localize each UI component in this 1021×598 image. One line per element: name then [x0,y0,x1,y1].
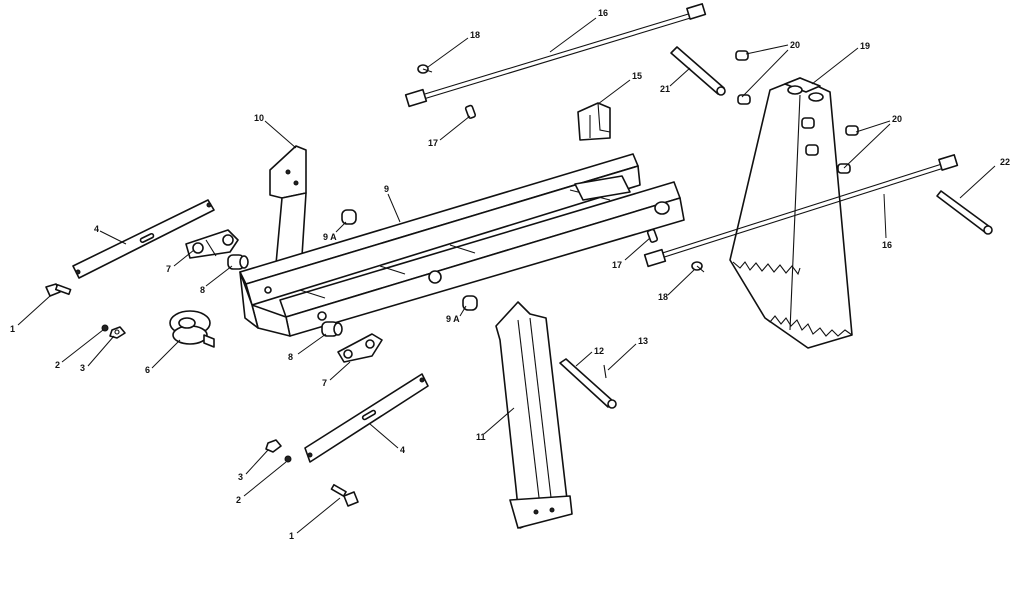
callout-20-mid: 20 [892,114,902,124]
callout-8-bottom: 8 [288,352,293,362]
callout-19: 19 [860,41,870,51]
support-leg [495,301,573,529]
angle-bracket [577,102,611,141]
rod-pin [936,190,993,235]
callout-11: 11 [476,432,486,442]
callout-13: 13 [638,336,648,346]
callout-9a-bottom: 9 A [446,314,460,324]
callout-1-bottom: 1 [289,531,294,541]
leader-lines [17,17,996,534]
strap-top [72,199,215,279]
lockwasher-bottom [284,455,292,463]
tie-rod-top [404,3,707,108]
roller-assembly [169,310,215,348]
bushings-mid [837,125,859,174]
callout-16-right: 16 [882,240,892,250]
callout-3-bottom: 3 [238,472,243,482]
callout-22: 22 [1000,157,1010,167]
callout-12: 12 [594,346,604,356]
post-assembly [729,77,853,349]
clevis-top [185,229,239,259]
cotter-pin [603,364,607,379]
clevis-pin-top [417,64,433,74]
callout-15: 15 [632,71,642,81]
callout-9a-top: 9 A [323,232,337,242]
callout-3-top: 3 [80,363,85,373]
callout-2-bottom: 2 [236,495,241,505]
callout-16-top: 16 [598,8,608,18]
lockwasher-top [101,324,109,332]
callout-7-bottom: 7 [322,378,327,388]
callout-18-top: 18 [470,30,480,40]
strap-bottom [304,373,429,463]
clevis-bottom [337,333,383,363]
callout-8-top: 8 [200,285,205,295]
callout-4-bottom: 4 [400,445,405,455]
callout-10: 10 [254,113,264,123]
nut-bottom [265,439,282,453]
callout-1-top: 1 [10,324,15,334]
bolt-top [45,283,72,297]
bushing-9a-top [341,209,357,225]
callout-4-top: 4 [94,224,99,234]
bushing-8-top [227,254,249,270]
main-frame [239,153,685,337]
long-pin [670,46,726,96]
bushing-8-bottom [321,321,343,337]
upright-bracket [269,145,307,265]
small-pin-top [464,104,477,119]
callout-17-mid: 17 [612,260,622,270]
callout-9: 9 [384,184,389,194]
nut-top [109,326,126,339]
tie-rod-right [643,154,959,268]
callout-7-top: 7 [166,264,171,274]
clevis-pin-mid [691,261,705,273]
callout-20-top: 20 [790,40,800,50]
callout-21: 21 [660,84,670,94]
callout-17-top: 17 [428,138,438,148]
callout-2-top: 2 [55,360,60,370]
bolt-bottom [330,483,359,507]
callout-labels: 16 18 20 19 21 15 17 20 22 10 9 9 A 16 1… [10,8,1010,541]
hinge-pin [559,358,617,409]
bushing-9a-bottom [462,295,478,311]
callout-6: 6 [145,365,150,375]
callout-18-mid: 18 [658,292,668,302]
